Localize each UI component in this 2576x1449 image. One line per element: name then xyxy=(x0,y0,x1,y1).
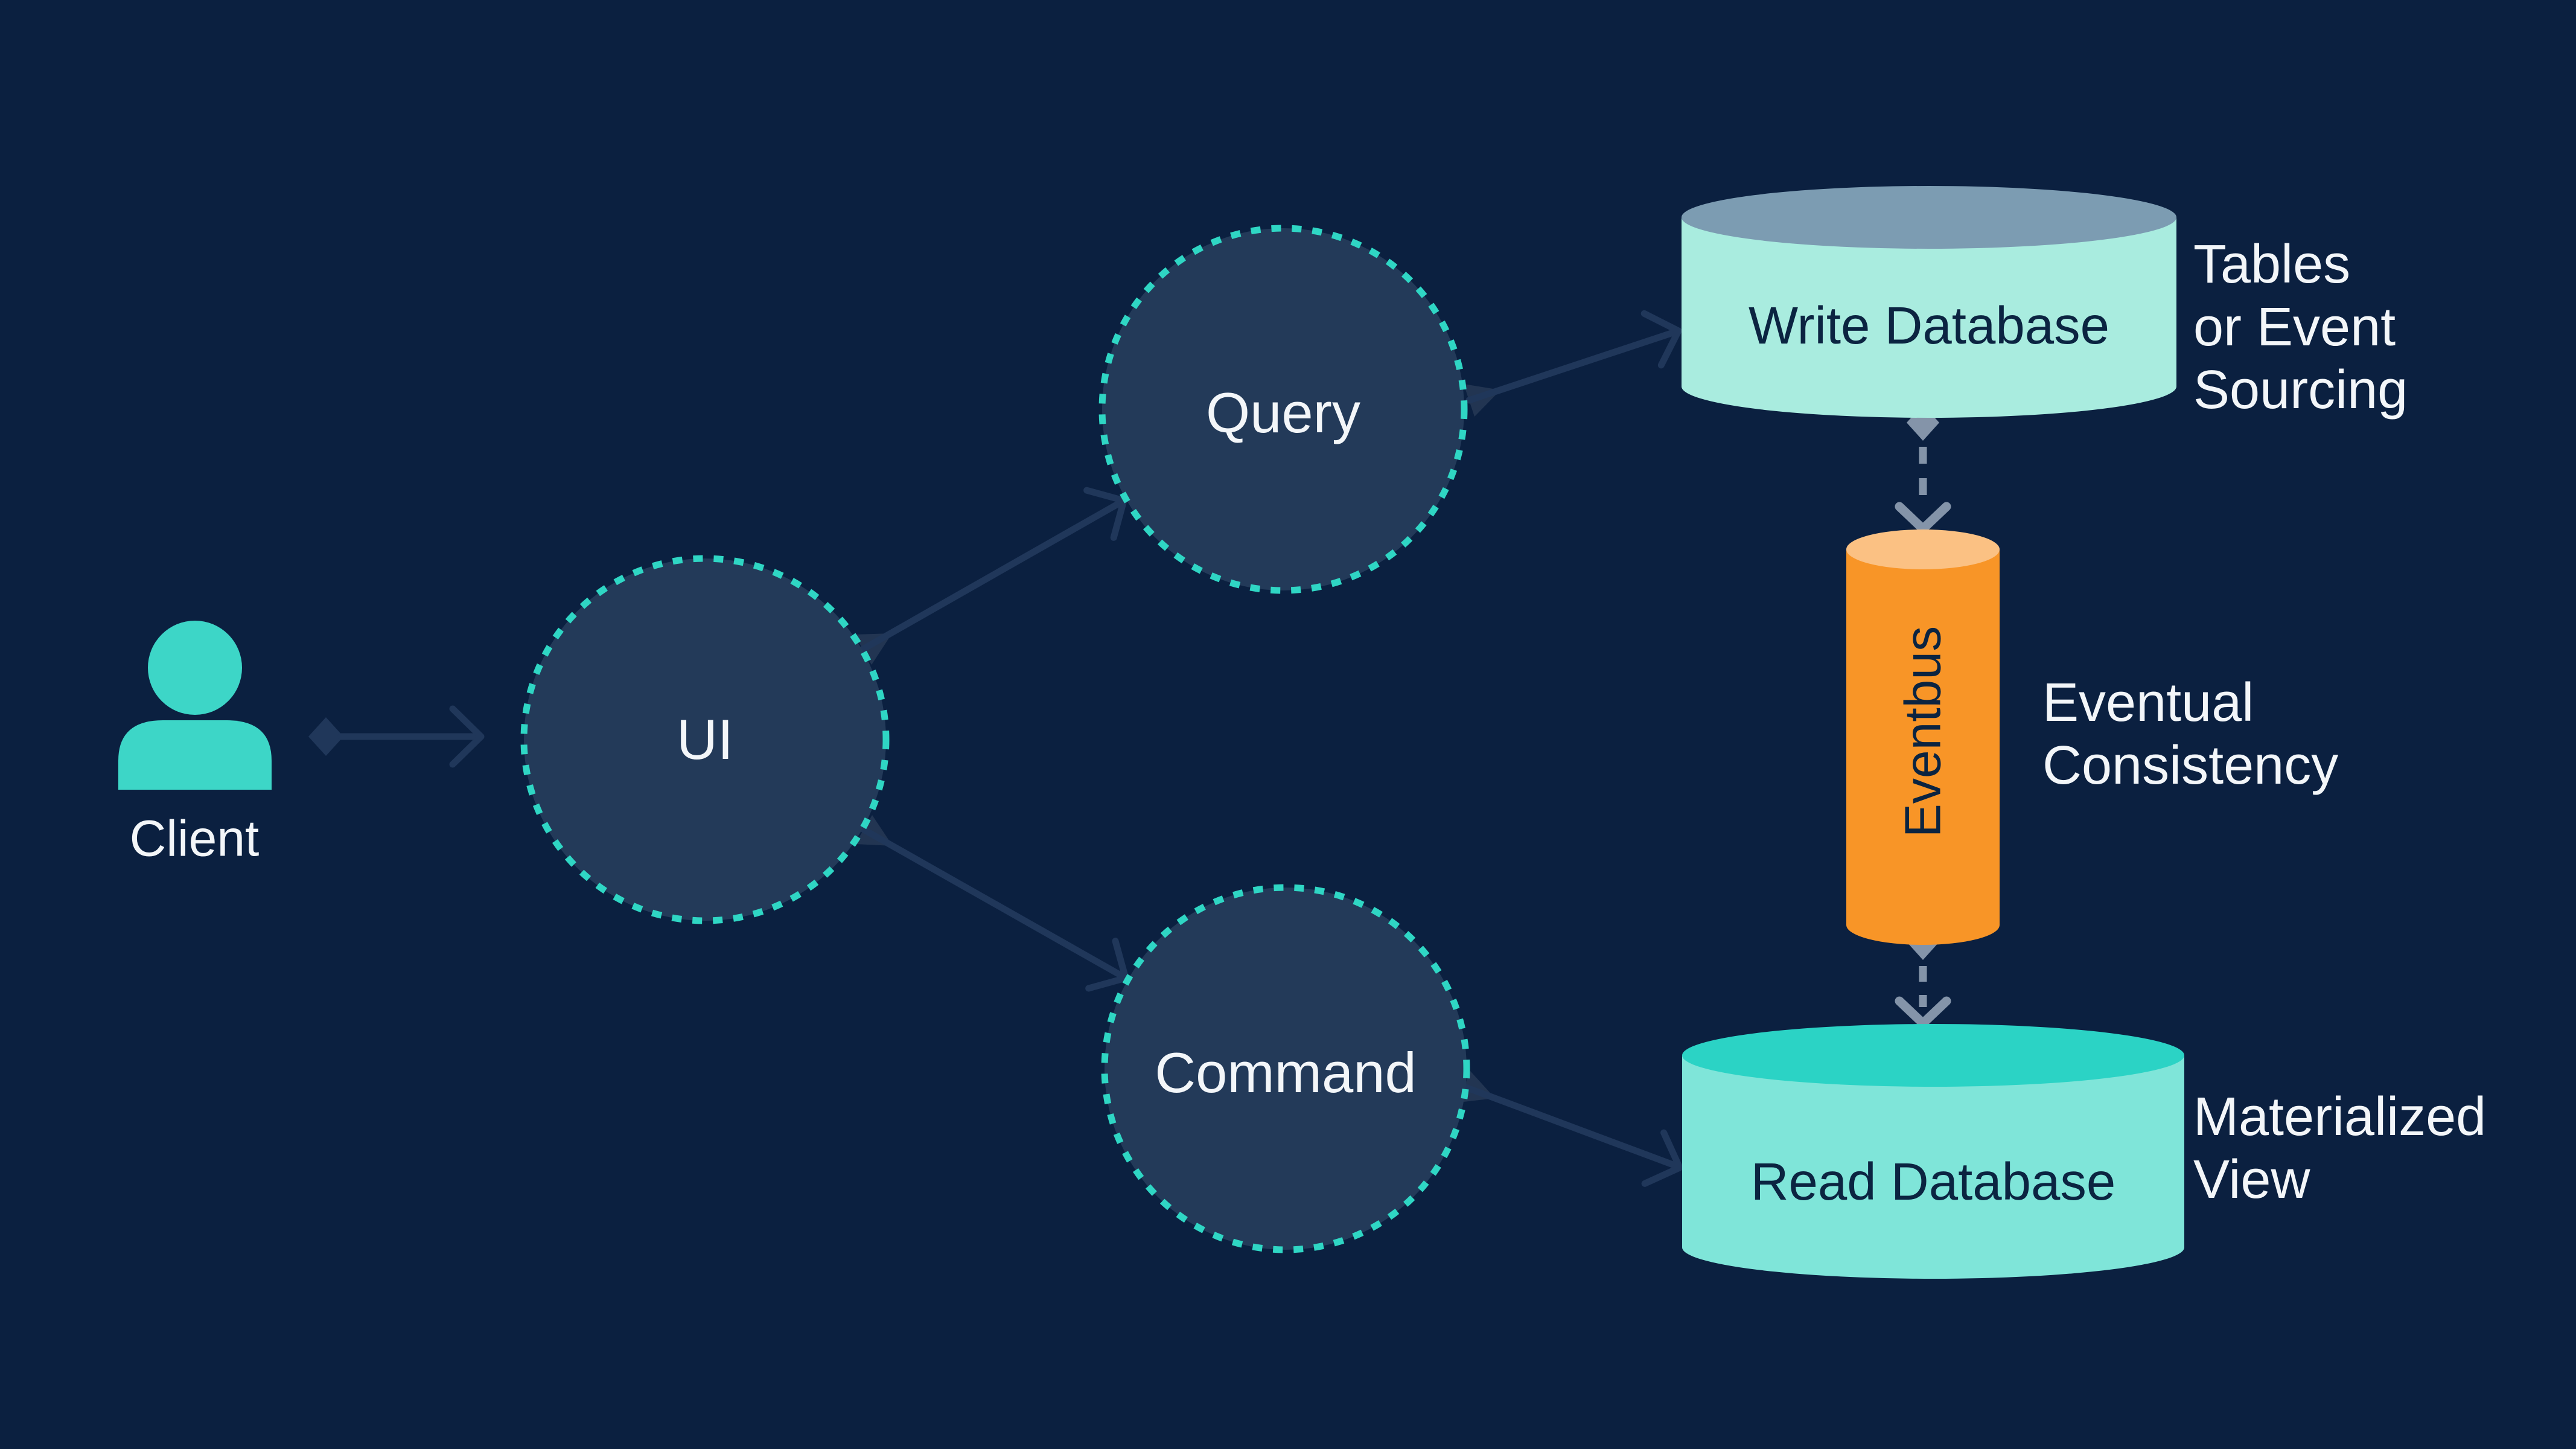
eventbus-annotation: Eventual Consistency xyxy=(2042,673,2339,796)
ui-label: UI xyxy=(677,708,733,771)
query-label: Query xyxy=(1206,381,1360,444)
eventbus-cylinder xyxy=(1846,529,2000,945)
ui-query-arrow xyxy=(855,487,1127,665)
command-node-circle xyxy=(1101,884,1470,1253)
eventbus-label: Eventbus xyxy=(1894,625,1951,838)
arrowhead-icon xyxy=(1640,310,1682,369)
read-database-label: Read Database xyxy=(1750,1153,2116,1211)
write-database-annotation: Tables or Event Sourcing xyxy=(2193,234,2408,420)
write-database-label: Write Database xyxy=(1749,296,2109,355)
arrowhead-icon xyxy=(449,705,485,768)
client-label: Client xyxy=(129,810,260,867)
query-writedb-arrow xyxy=(1464,310,1682,417)
command-label: Command xyxy=(1155,1041,1417,1104)
read-database-annotation: Materialized View xyxy=(2193,1087,2487,1210)
client-person-icon xyxy=(118,621,272,790)
arrowhead-down-icon xyxy=(1895,502,1951,534)
ui-command-arrow xyxy=(855,815,1129,992)
write-database-cylinder xyxy=(1682,186,2176,418)
writedb-eventbus-connector xyxy=(1895,405,1951,534)
arrowhead-down-icon xyxy=(1895,996,1951,1028)
client-ui-arrow xyxy=(308,705,485,768)
arrowhead-icon xyxy=(1641,1129,1683,1187)
arrow-start-diamond xyxy=(308,717,343,756)
read-database-cylinder xyxy=(1682,1024,2184,1279)
query-node-circle xyxy=(1098,225,1468,594)
ui-node-circle xyxy=(520,555,890,924)
command-readdb-arrow xyxy=(1458,1071,1683,1187)
